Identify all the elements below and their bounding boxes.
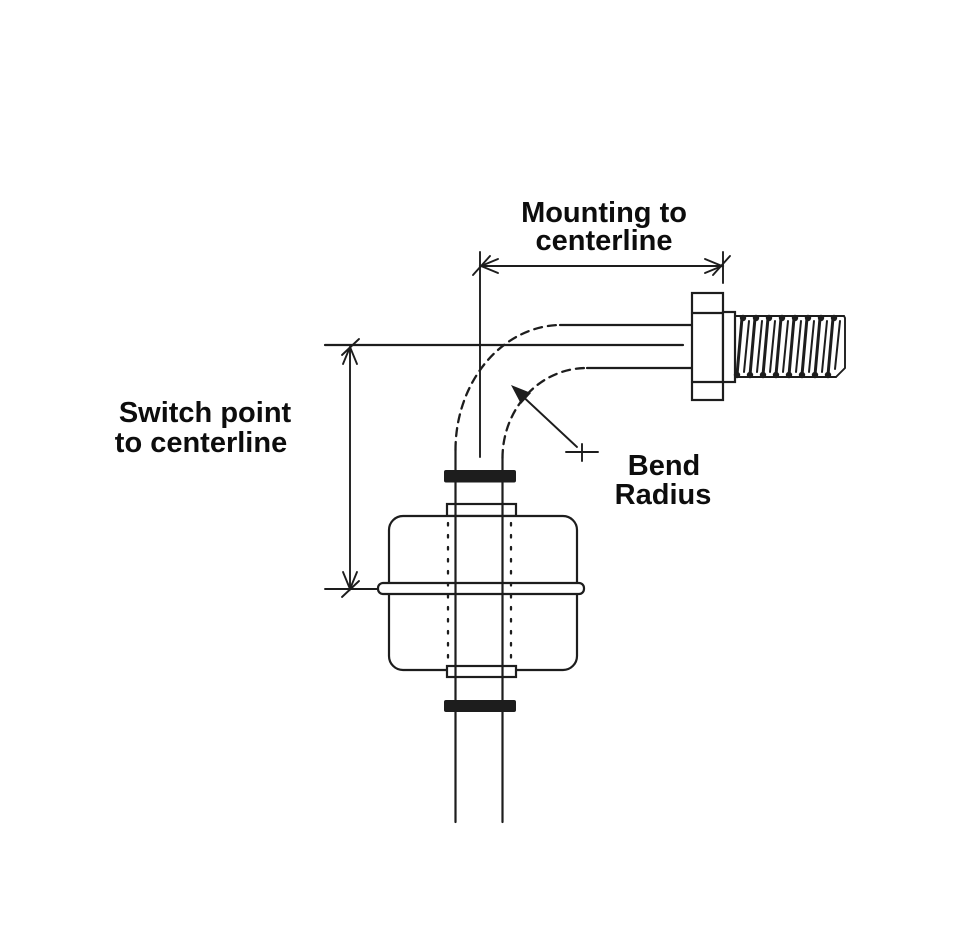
thread-end-edge	[835, 315, 846, 378]
leader-line	[516, 390, 578, 448]
arrowhead-right-icon	[704, 255, 731, 276]
stem	[454, 448, 504, 824]
switch-point-label-line1: Switch point	[119, 397, 292, 429]
float-assembly	[376, 502, 586, 679]
plus-mark-icon	[565, 443, 599, 462]
hex-nut	[690, 291, 725, 402]
arrowhead-left-icon	[472, 255, 499, 276]
thread-crest-dots	[733, 314, 838, 379]
arrowhead-up-icon	[341, 338, 360, 365]
bend-radius-label-line2: Radius	[615, 479, 712, 511]
retaining-ring-bottom	[444, 700, 516, 712]
float-collar-bottom	[445, 664, 518, 679]
float-seam-band	[376, 581, 586, 596]
mounting-dimension: Mounting to centerline	[472, 197, 731, 458]
threaded-stud	[721, 310, 846, 384]
retaining-ring-top	[444, 470, 516, 483]
stud-shank	[721, 310, 737, 384]
float-collar-top	[445, 502, 518, 518]
bend-radius-callout: Bend Radius	[511, 385, 711, 511]
bend-radius-label-line1: Bend	[628, 450, 701, 482]
thread-zigzag	[735, 316, 841, 377]
switch-point-dimension: Switch point to centerline	[115, 338, 378, 598]
retaining-rings	[444, 470, 516, 712]
bend-arc-outer	[454, 323, 562, 452]
leader-arrowhead-icon	[511, 385, 531, 404]
mounting-label-line1: Mounting to	[521, 197, 687, 229]
hex-nut-body	[690, 291, 725, 402]
mounting-label-line2: centerline	[536, 225, 673, 257]
switch-point-label-line2: to centerline	[115, 427, 287, 459]
